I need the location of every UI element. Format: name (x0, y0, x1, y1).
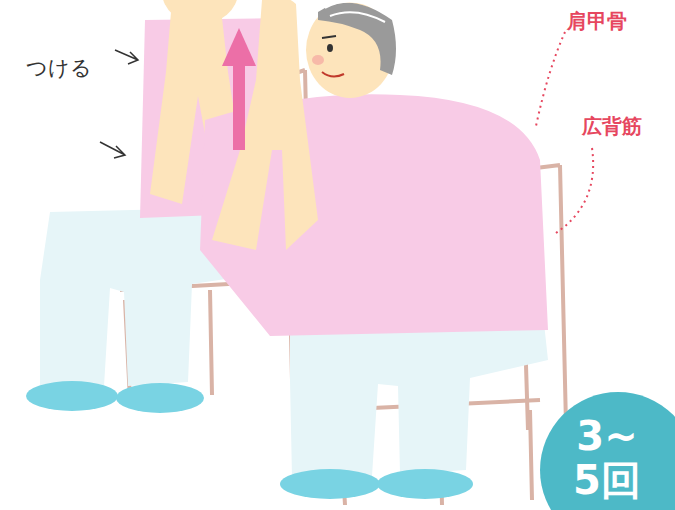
right-head-part (327, 44, 333, 52)
touch-arrows-part (100, 142, 125, 158)
right-head (306, 1, 396, 98)
count-text: 3~ 5回 (562, 414, 652, 502)
touch-arrows (100, 50, 138, 158)
right-head-part (322, 72, 344, 77)
left-shoes (26, 381, 204, 413)
right-head-part (312, 55, 324, 65)
instruction-text: つける (26, 54, 92, 82)
leader-lines-part (536, 32, 565, 126)
right-shoes-part (280, 469, 380, 499)
part-name: 肩甲骨 (567, 8, 627, 35)
lift-arrow (222, 28, 256, 150)
touch-arrows-part (115, 50, 138, 64)
lift-arrow-part (222, 28, 256, 66)
right-head-part (325, 1, 385, 22)
right-shoes-part (377, 469, 473, 499)
right-arms-part (212, 0, 318, 250)
left-shoes-part (116, 383, 204, 413)
lift-arrow-part (233, 62, 245, 150)
left-shoes-part (26, 381, 118, 411)
right-head-part (322, 36, 336, 38)
leader-lines-part (553, 148, 593, 235)
count-badge: 3~ 5回 (540, 392, 675, 510)
right-shoes (280, 469, 473, 499)
right-arms (212, 0, 318, 250)
part-name: 広背筋 (582, 113, 642, 140)
